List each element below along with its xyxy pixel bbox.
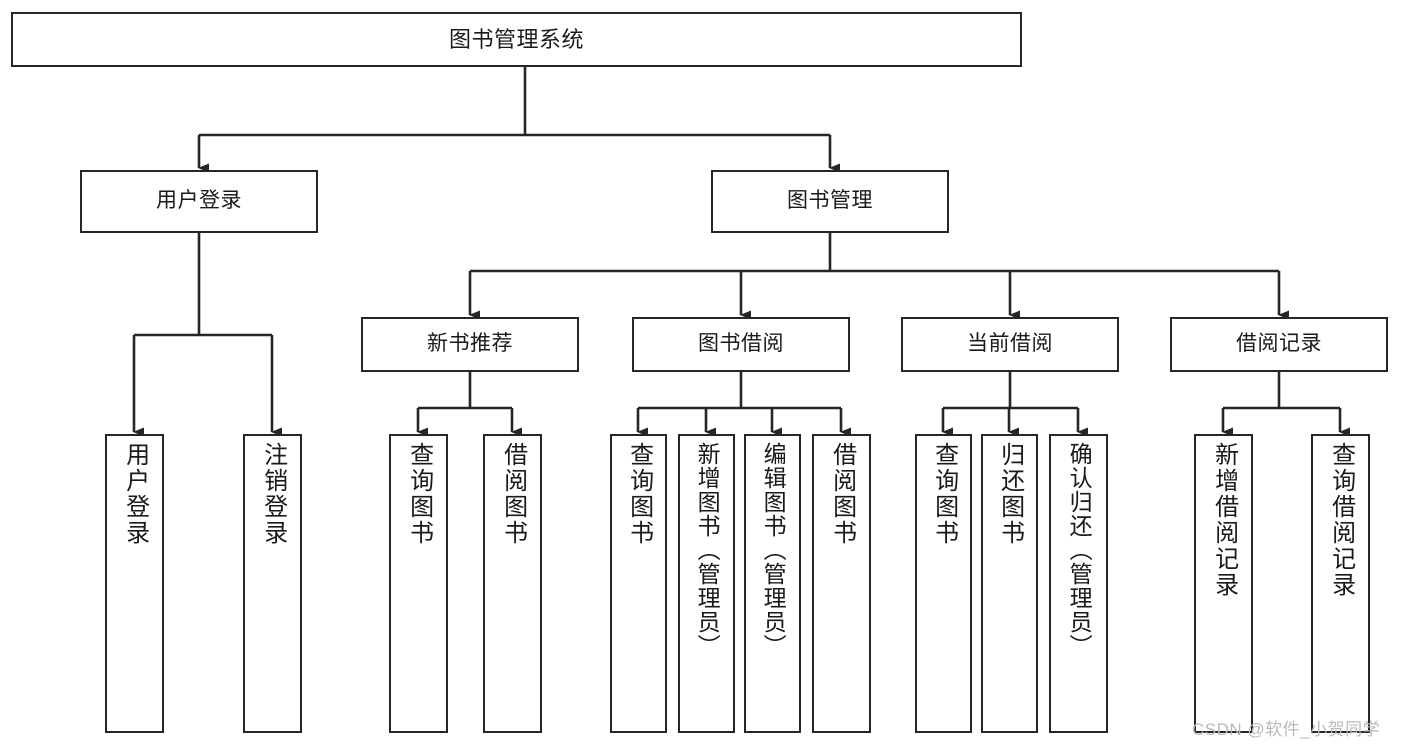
node-label: 新增图书（管理员） <box>694 442 721 658</box>
node-label: 查询图书 <box>930 442 958 546</box>
node-label: 注销登录 <box>259 442 287 546</box>
node-label: 新书推荐 <box>427 332 513 356</box>
node-leaf-0[interactable]: 用户登录 <box>105 434 164 733</box>
node-label: 图书管理系统 <box>448 26 584 52</box>
node-leaf-2[interactable]: 查询图书 <box>389 434 448 733</box>
node-level2-1[interactable]: 图书管理 <box>711 170 949 233</box>
node-leaf-4[interactable]: 查询图书 <box>610 434 667 733</box>
node-leaf-11[interactable]: 新增借阅记录 <box>1194 434 1253 733</box>
node-label: 新增借阅记录 <box>1210 442 1238 598</box>
node-level3-0[interactable]: 新书推荐 <box>361 317 579 372</box>
node-leaf-5[interactable]: 新增图书（管理员） <box>678 434 735 733</box>
node-leaf-8[interactable]: 查询图书 <box>915 434 972 733</box>
node-label: 编辑图书（管理员） <box>760 442 787 658</box>
node-label: 图书借阅 <box>698 332 784 356</box>
node-level3-3[interactable]: 借阅记录 <box>1170 317 1388 372</box>
node-level3-2[interactable]: 当前借阅 <box>901 317 1119 372</box>
node-leaf-12[interactable]: 查询借阅记录 <box>1311 434 1370 733</box>
node-leaf-3[interactable]: 借阅图书 <box>483 434 542 733</box>
edges <box>132 67 1350 437</box>
node-label: 确认归还（管理员） <box>1066 442 1093 658</box>
node-label: 借阅图书 <box>828 442 856 546</box>
node-label: 当前借阅 <box>967 332 1053 356</box>
node-label: 图书管理 <box>787 189 873 213</box>
node-label: 查询图书 <box>625 442 653 546</box>
node-label: 用户登录 <box>156 189 242 213</box>
node-label: 借阅记录 <box>1236 332 1322 356</box>
node-level3-1[interactable]: 图书借阅 <box>632 317 850 372</box>
node-label: 查询借阅记录 <box>1327 442 1355 598</box>
node-root[interactable]: 图书管理系统 <box>11 12 1022 67</box>
node-label: 借阅图书 <box>499 442 527 546</box>
node-leaf-7[interactable]: 借阅图书 <box>812 434 871 733</box>
node-label: 用户登录 <box>121 442 149 546</box>
node-leaf-9[interactable]: 归还图书 <box>981 434 1038 733</box>
node-leaf-6[interactable]: 编辑图书（管理员） <box>744 434 801 733</box>
watermark: CSDN @软件_小贺同学 <box>1192 720 1381 739</box>
node-leaf-1[interactable]: 注销登录 <box>243 434 302 733</box>
node-level2-0[interactable]: 用户登录 <box>80 170 318 233</box>
node-leaf-10[interactable]: 确认归还（管理员） <box>1049 434 1108 733</box>
node-label: 归还图书 <box>996 442 1024 546</box>
node-label: 查询图书 <box>405 442 433 546</box>
